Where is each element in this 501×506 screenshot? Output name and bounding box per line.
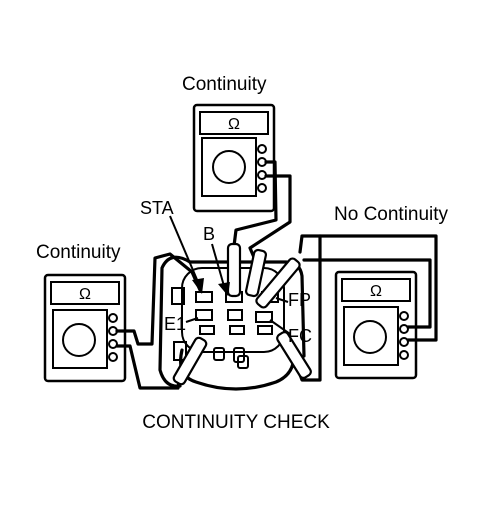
meter-top-ohm-symbol: Ω — [228, 116, 240, 133]
meter-left: Ω — [43, 273, 127, 383]
meter-right-ohm-symbol: Ω — [370, 283, 382, 300]
probes — [172, 242, 312, 386]
meter-right: Ω — [334, 270, 418, 380]
test-leads — [115, 160, 438, 390]
terminal-label-fc: FC — [288, 326, 312, 346]
meter-top-label: Continuity — [182, 74, 267, 95]
meter-left-label: Continuity — [36, 242, 121, 263]
terminal-label-fp: FP — [288, 290, 311, 310]
diagram-caption: CONTINUITY CHECK — [142, 412, 330, 433]
terminal-label-sta: STA — [140, 198, 174, 218]
meter-left-ohm-symbol: Ω — [79, 286, 91, 303]
meter-right-label: No Continuity — [334, 204, 449, 225]
terminal-pointers — [169, 215, 291, 335]
meter-top: Ω — [192, 103, 276, 213]
terminal-label-b: B — [203, 224, 215, 244]
terminal-label-e1: E1 — [164, 314, 186, 334]
